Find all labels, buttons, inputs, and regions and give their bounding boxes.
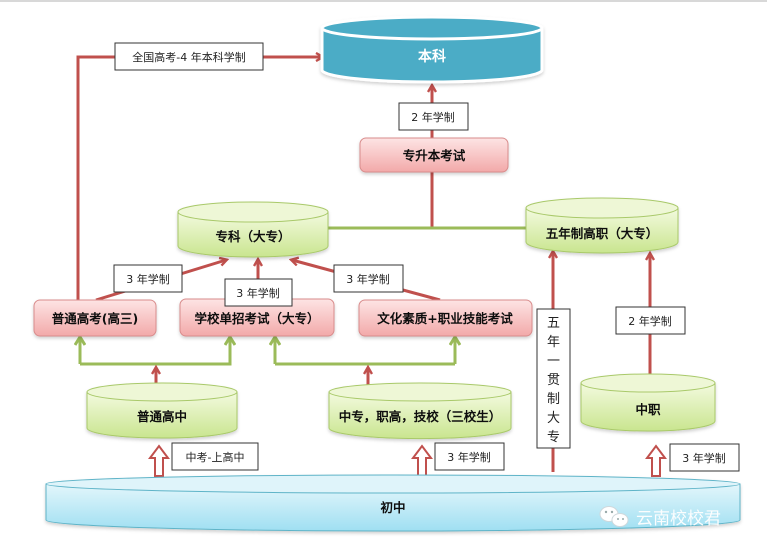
zhongzhi-entry-label-box: 3 年学制 [669,443,740,472]
five-year-college-node: 五年制高职（大专） [525,197,679,254]
zhongkao-text: 中考-上高中 [186,450,245,464]
vocational-entry-label-box: 3 年学制 [434,442,505,471]
junior-college-node: 专科（大专） [177,201,329,258]
vocational-entry-hollow-arrow [411,444,433,477]
high-school-label: 普通高中 [137,409,187,424]
vertical-char: 专 [547,430,560,445]
two-year-vocational-text: 2 年学制 [628,314,672,328]
three-year-right-label-box: 3 年学制 [333,264,404,293]
wechat-icon [599,506,629,527]
vocational-entry-text: 3 年学制 [447,450,491,464]
skill-exam-node: 文化素质+职业技能考试 [358,299,533,337]
vertical-char: 制 [547,392,560,407]
junior-college-label: 专科（大专） [215,229,290,244]
upgrade-exam-label: 专升本考试 [403,148,466,163]
zhongkao-label-box: 中考-上高中 [171,442,259,471]
school-exam-node: 学校单招考试（大专） [179,298,335,337]
national-gaokao-label-box: 全国高考-4 年本科学制 [114,42,264,71]
secondary-vocational-label: 中职 [635,402,661,417]
upgrade-exam-node: 专升本考试 [359,137,509,173]
zhongzhi-entry-hollow-arrow [645,444,667,477]
bachelor-node: 本科 [320,15,544,84]
vertical-char: 贯 [547,373,560,388]
three-year-left-label-box: 3 年学制 [113,264,183,293]
vertical-char: 一 [547,354,560,369]
zhongkao-hollow-arrow [148,444,170,477]
watermark: 云南校校君 [599,506,721,529]
two-year-upgrade-text: 2 年学制 [411,110,455,124]
three-year-right-text: 3 年学制 [346,272,390,286]
high-school-bracket [78,342,232,366]
junior-high-node: 初中 [45,474,741,532]
three-year-center-text: 3 年学制 [236,286,280,300]
two-year-upgrade-label-box: 2 年学制 [398,102,469,131]
gaokao-node: 普通高考(高三) [33,299,157,337]
national-gaokao-text: 全国高考-4 年本科学制 [132,50,245,64]
school-exam-label: 学校单招考试（大专） [194,311,319,326]
vocational-secondary-node: 中专，职高，技校（三校生） [328,382,512,440]
gaokao-label: 普通高考(高三) [52,311,138,326]
skill-exam-label: 文化素质+职业技能考试 [377,311,513,326]
three-year-left-text: 3 年学制 [126,272,170,286]
vocational-secondary-label: 中专，职高，技校（三校生） [339,409,502,424]
watermark-text: 云南校校君 [636,509,721,529]
vertical-char: 五 [547,316,560,331]
high-school-node: 普通高中 [86,382,238,439]
bachelor-label: 本科 [418,48,446,65]
two-year-vocational-label-box: 2 年学制 [615,306,686,335]
zhongzhi-entry-text: 3 年学制 [682,451,726,465]
vertical-char: 大 [547,411,560,426]
five-year-college-label: 五年制高职（大专） [546,226,659,241]
secondary-vocational-node: 中职 [580,373,716,432]
junior-high-label: 初中 [380,500,405,515]
top-border [0,0,767,2]
three-year-center-label-box: 3 年学制 [224,278,293,307]
vertical-char: 年 [547,335,560,350]
